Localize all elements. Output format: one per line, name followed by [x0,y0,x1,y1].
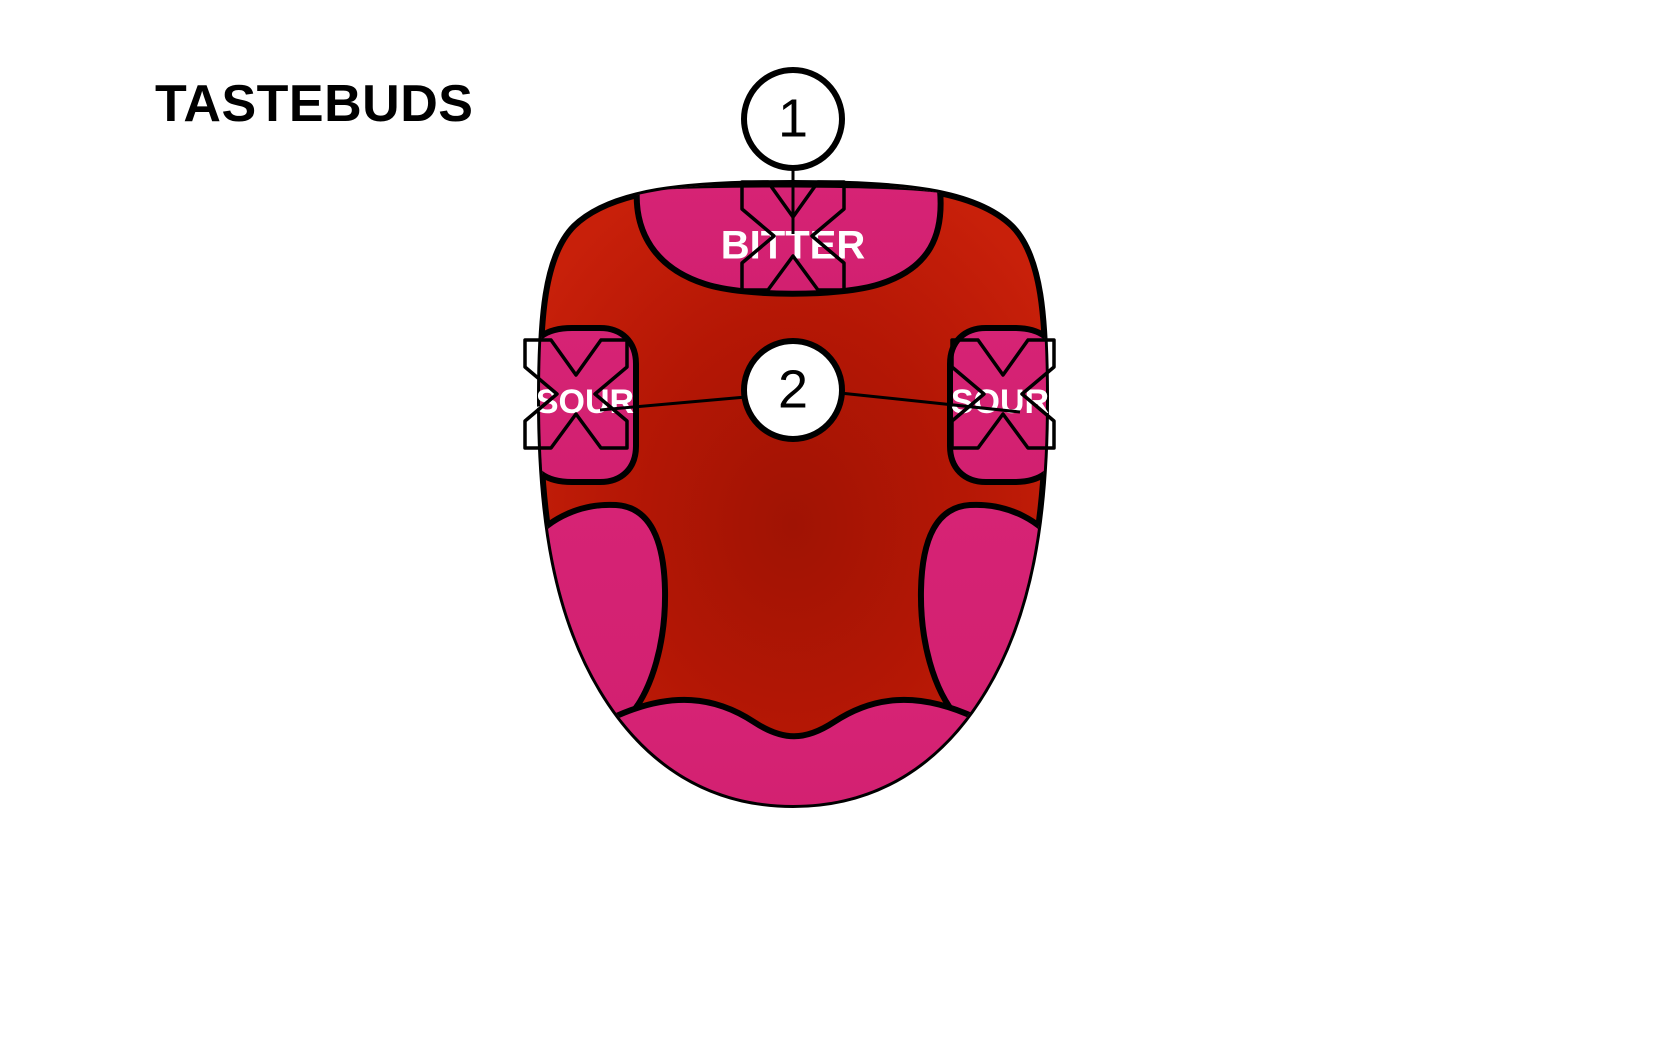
callout-leaders-group [599,168,1021,414]
x-marker-sour-left-icon [523,338,629,450]
region-sour-right[interactable] [947,325,1056,485]
callouts-group: 1 2 [741,67,845,442]
callout-circle-1[interactable] [741,67,845,171]
callout-circle-2[interactable] [741,338,845,442]
leader-line-2-left [599,395,747,412]
callout-number-2: 2 [778,359,808,419]
page-title: TASTEBUDS [155,75,474,133]
x-markers-group [523,180,1056,450]
x-marker-bitter-icon [740,180,846,292]
region-bitter[interactable] [633,183,944,297]
region-sour-left[interactable] [530,325,639,485]
x-marker-sour-right-icon [950,338,1056,450]
leader-line-2-right [839,391,1021,414]
callout-number-1: 1 [778,88,808,148]
